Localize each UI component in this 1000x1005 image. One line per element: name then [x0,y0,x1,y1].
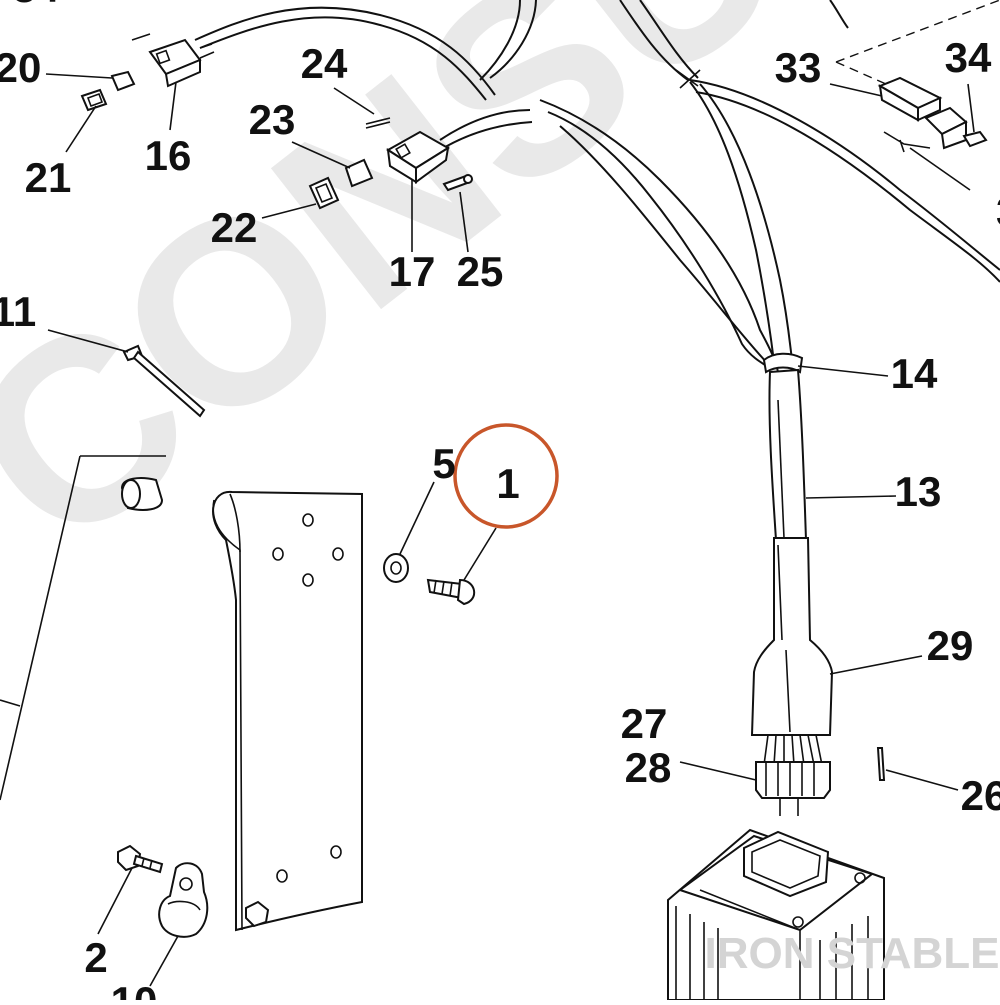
callout-16: 26 [961,772,1000,819]
callout-2: 2 [84,934,107,981]
callout-20: 16 [145,132,192,179]
pin-16 [876,747,886,781]
callout-14: 14 [891,350,938,397]
callout-27: 25 [457,248,504,295]
terminal-26 [365,117,391,129]
callout-24: 22 [211,204,258,251]
seal-24 [308,176,340,210]
seal-22 [110,70,136,92]
connector-21 [386,130,450,184]
wiring-harness [194,0,1000,816]
callout-10: 10 [111,978,158,1000]
washer-5 [383,553,409,583]
callout-11: 11 [0,288,36,335]
seal-23 [80,88,108,112]
callout-34: 34 [945,34,992,81]
callout-26: 24 [301,40,348,87]
connector-20 [148,38,215,88]
callout-17: 27 [621,700,668,747]
brand-watermark: IRON STABLE [705,929,1000,978]
clamp-12 [158,862,209,938]
electronic-module [667,828,885,1001]
callout-26-top: 34 [13,0,60,11]
leader-lines [0,73,975,987]
seal-25 [344,158,374,188]
callout-22: 20 [0,44,41,91]
terminal-top-left [131,33,151,41]
callout-33: 33 [775,44,822,91]
callout-35: 35 [996,188,1000,235]
pin-27 [442,174,473,192]
spacer-10 [120,477,164,511]
screw-1 [426,578,475,606]
callout-29: 29 [927,622,974,669]
cable-tie-11 [122,344,206,418]
callout-1: 1 [496,460,519,507]
callout-28: 28 [625,744,672,791]
highlight-ring [453,423,559,529]
dashed-outline [835,0,1000,85]
mounting-bracket [212,490,363,932]
terminal-35 [883,131,931,153]
callout-5: 5 [432,440,455,487]
screw-2 [117,844,164,874]
seal-34 [962,130,988,148]
callout-25: 23 [249,96,296,143]
callout-21: 17 [389,248,436,295]
callout-13: 13 [895,468,942,515]
callout-23: 21 [25,154,72,201]
